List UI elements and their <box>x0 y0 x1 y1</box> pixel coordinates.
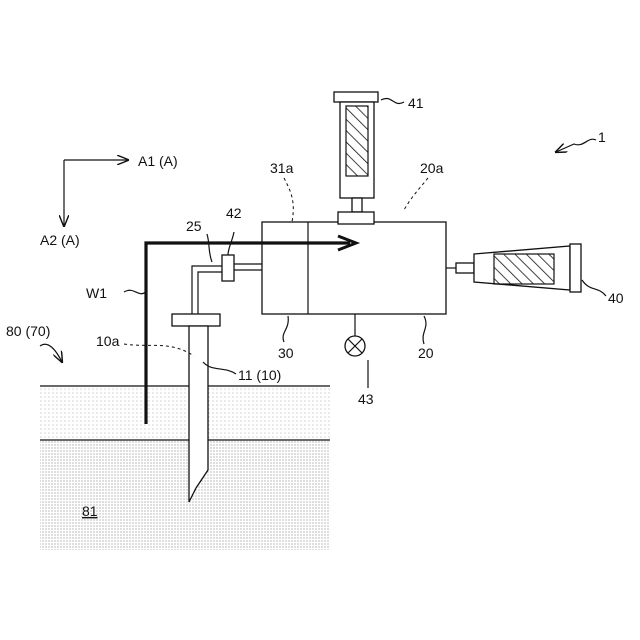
label-cell-30: 30 <box>278 345 294 361</box>
label-device: 1 <box>598 129 606 145</box>
label-tip-10a: 10a <box>96 333 120 349</box>
label-ground-81: 81 <box>82 503 98 519</box>
label-soil-80: 80 (70) <box>6 323 50 339</box>
right-syringe <box>446 244 581 292</box>
label-gauge-43: 43 <box>358 391 374 407</box>
gauge-43 <box>345 314 365 356</box>
label-port-31a: 31a <box>270 160 294 176</box>
label-vessel-20: 20 <box>418 345 434 361</box>
top-syringe <box>334 92 378 224</box>
label-outlet-20a: 20a <box>420 160 444 176</box>
label-syringe-top: 41 <box>408 95 424 111</box>
label-dir-a1: A1 (A) <box>138 153 178 169</box>
probe-head <box>172 314 220 326</box>
label-probe-11: 11 (10) <box>238 367 281 383</box>
soil-region <box>40 386 330 550</box>
label-pipe-25: 25 <box>186 218 202 234</box>
valve-42 <box>222 255 234 281</box>
label-dir-a2: A2 (A) <box>40 232 80 248</box>
label-flow-w1: W1 <box>86 285 107 301</box>
label-syringe-right: 40 <box>608 290 624 306</box>
main-vessel <box>262 222 446 314</box>
direction-axes <box>64 160 128 226</box>
label-valve-42: 42 <box>226 205 242 221</box>
